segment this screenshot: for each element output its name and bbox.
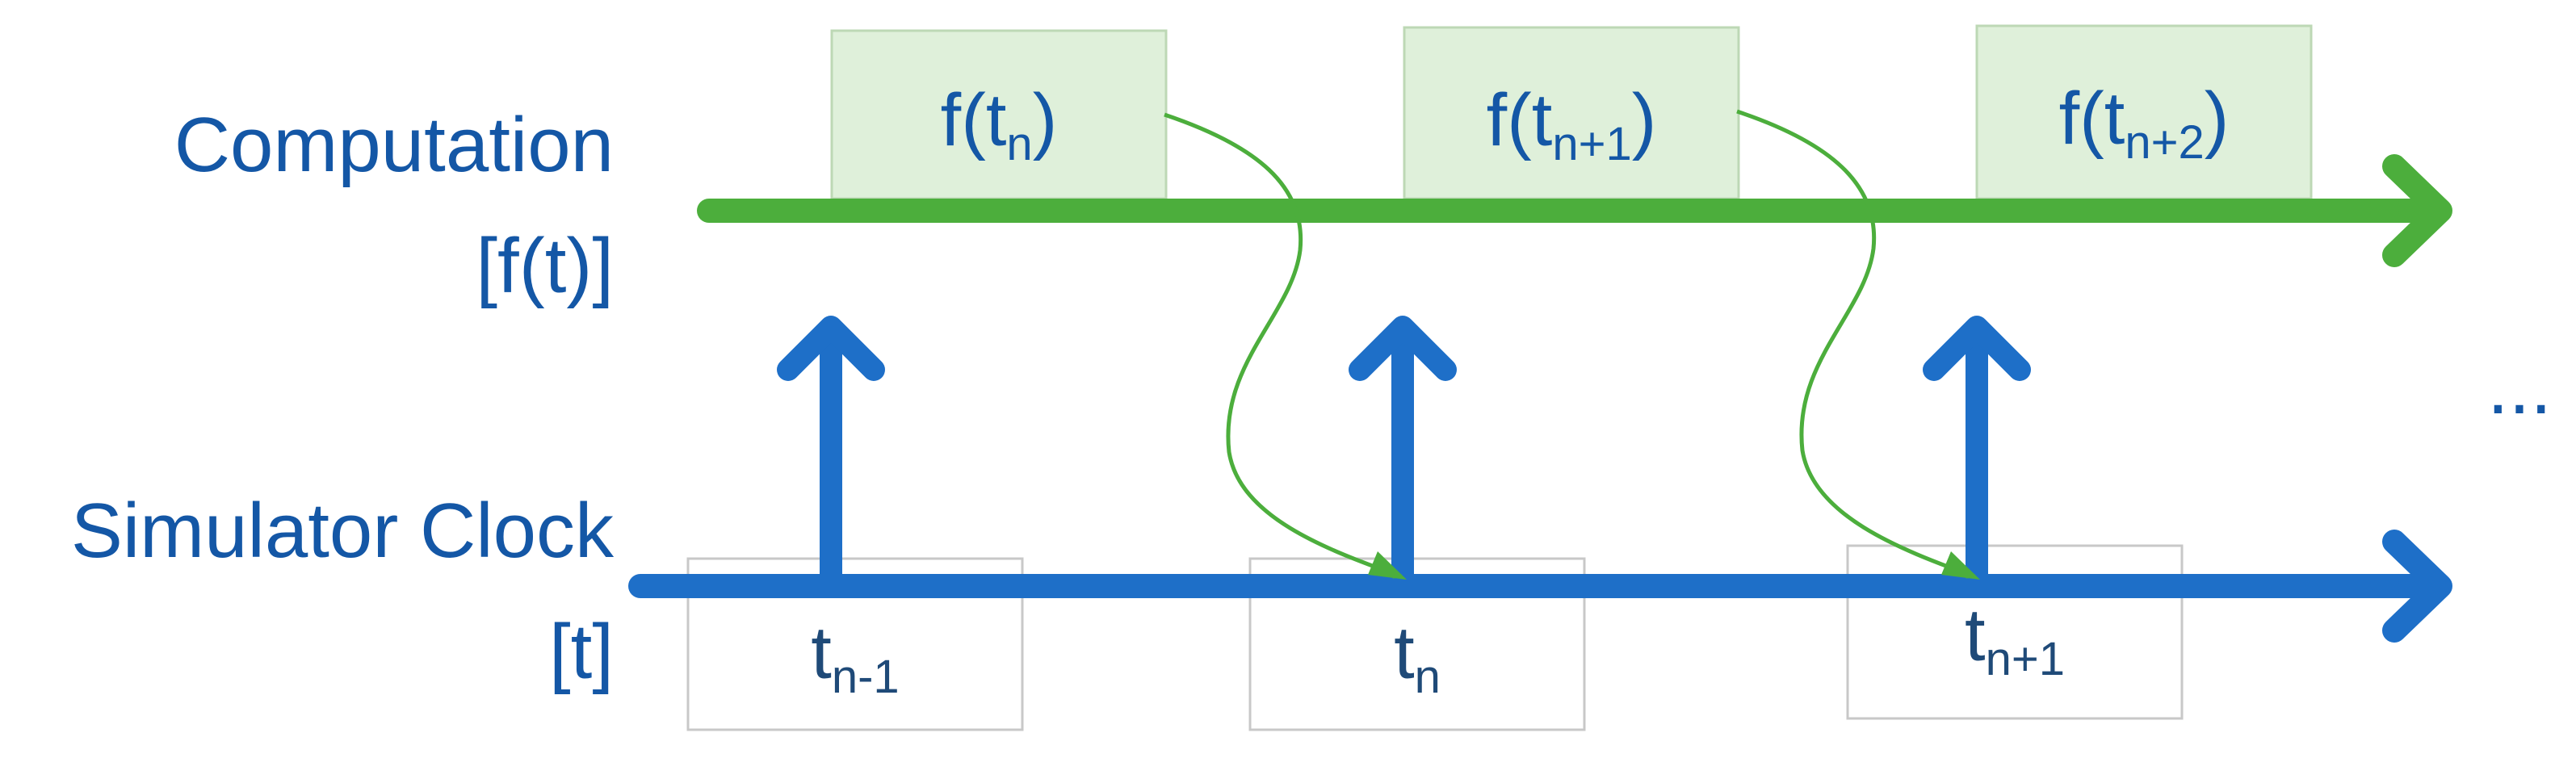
clock-tick-arrow-2: [1349, 316, 1457, 586]
computation-label: Computation: [174, 102, 614, 188]
continuation-ellipsis: ...: [2487, 344, 2552, 430]
flow-arrow-1-head: [1368, 551, 1407, 580]
computation-box-1: f(tn): [830, 29, 1168, 200]
clock-timeline-arrow: [628, 530, 2452, 643]
flow-arrow-2-head: [1941, 551, 1980, 580]
tick-3-sub: n+1: [1986, 633, 2065, 685]
box-2-prefix: f(t: [1487, 79, 1553, 161]
tick-1-sub: n-1: [832, 651, 900, 703]
clock-label-bracket: [t]: [549, 609, 614, 695]
svg-text:f(tn+2): f(tn+2): [2059, 77, 2230, 169]
computation-box-3: f(tn+2): [1975, 24, 2313, 200]
box-1-prefix: f(t: [941, 79, 1007, 161]
box-3-sub: n+2: [2125, 116, 2204, 169]
box-3-suffix: ): [2205, 77, 2230, 160]
clock-tick-box-3: tn+1: [1846, 544, 2184, 720]
svg-text:f(tn): f(tn): [941, 79, 1058, 170]
tick-3-base: t: [1965, 594, 1986, 676]
flow-arrow-2: [1736, 109, 1977, 579]
box-2-suffix: ): [1632, 79, 1657, 161]
svg-text:tn-1: tn-1: [811, 612, 899, 703]
tick-2-base: t: [1394, 612, 1415, 694]
box-1-suffix: ): [1033, 79, 1058, 161]
box-1-sub: n: [1006, 118, 1032, 170]
clock-tick-arrow-1: [777, 316, 885, 586]
computation-box-2: f(tn+1): [1403, 26, 1740, 200]
box-3-prefix: f(t: [2059, 77, 2125, 160]
svg-text:f(tn+1): f(tn+1): [1487, 79, 1657, 170]
clock-tick-arrow-3: [1923, 316, 2031, 586]
clock-label: Simulator Clock: [71, 488, 615, 574]
tick-1-base: t: [811, 612, 832, 694]
box-2-sub: n+1: [1552, 118, 1631, 170]
svg-text:tn: tn: [1394, 612, 1441, 703]
computation-timeline-arrow: [697, 154, 2452, 267]
computation-label-bracket: [f(t)]: [476, 223, 614, 309]
svg-text:tn+1: tn+1: [1965, 594, 2065, 685]
tick-2-sub: n: [1415, 651, 1441, 703]
flow-arrow-1: [1164, 112, 1403, 579]
